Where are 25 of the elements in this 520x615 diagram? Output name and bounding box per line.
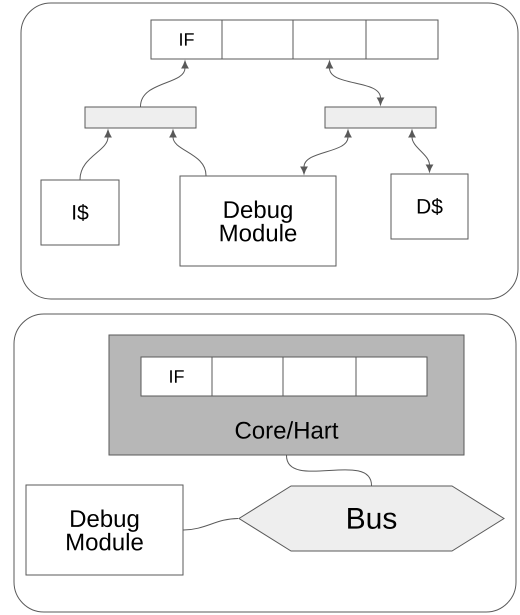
connector-line [183, 518, 239, 530]
block-box: Debug Module [180, 176, 336, 266]
arrow [300, 130, 352, 174]
block-box: IF [140, 356, 212, 396]
block-box [292, 20, 366, 60]
block-box [356, 356, 428, 396]
arrow [408, 130, 434, 172]
panel-frame [14, 314, 516, 612]
arrow [80, 130, 112, 180]
block-box [212, 356, 284, 396]
block-box: I$ [40, 180, 120, 246]
multiplexer-trapezoid [324, 106, 436, 128]
block-box: IF [150, 20, 222, 60]
block-box: Debug Module [26, 484, 184, 576]
block-box [222, 20, 294, 60]
block-box [366, 20, 438, 60]
arrow [326, 60, 384, 106]
panel-frame [20, 2, 518, 300]
arrow [140, 60, 189, 107]
block-box: D$ [390, 174, 468, 240]
connector-line [286, 455, 372, 486]
bus-hexagon: Bus [238, 486, 505, 552]
arrow [169, 130, 206, 176]
block-box [282, 356, 356, 396]
multiplexer-trapezoid [84, 106, 196, 128]
